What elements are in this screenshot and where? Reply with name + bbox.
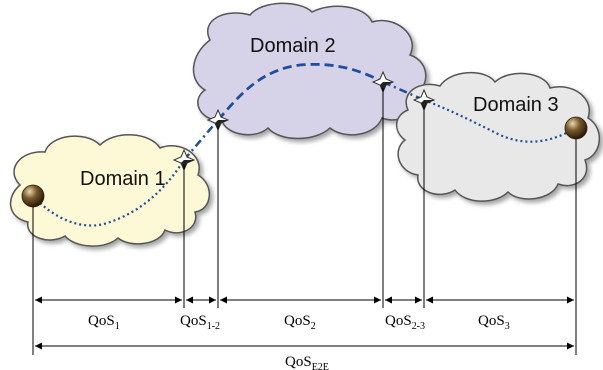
qos-e2e-label: QoSE2E — [285, 354, 329, 370]
qos-1-label: QoS1 — [88, 313, 120, 332]
measurement-arrows — [35, 296, 574, 350]
path-link-2-3 — [382, 80, 425, 102]
path-domain-1 — [32, 159, 185, 227]
path-domain-2 — [216, 63, 384, 121]
source-endpoint-icon — [21, 184, 45, 208]
qos-2-3-label: QoS2-3 — [385, 313, 425, 332]
qos-1-2-label: QoS1-2 — [180, 313, 220, 332]
domain-2-label: Domain 2 — [250, 35, 336, 57]
domain-3-label: Domain 3 — [473, 94, 559, 116]
qos-2-label: QoS2 — [284, 313, 316, 332]
domain-3-cloud — [396, 71, 601, 202]
qos-3-label: QoS3 — [478, 313, 510, 332]
destination-endpoint-icon — [564, 116, 588, 140]
domain-1-label: Domain 1 — [80, 168, 166, 190]
path-domain-3 — [423, 98, 577, 143]
domain-2-cloud — [192, 2, 427, 140]
path-link-1-2 — [183, 119, 219, 161]
reference-lines — [32, 88, 577, 355]
